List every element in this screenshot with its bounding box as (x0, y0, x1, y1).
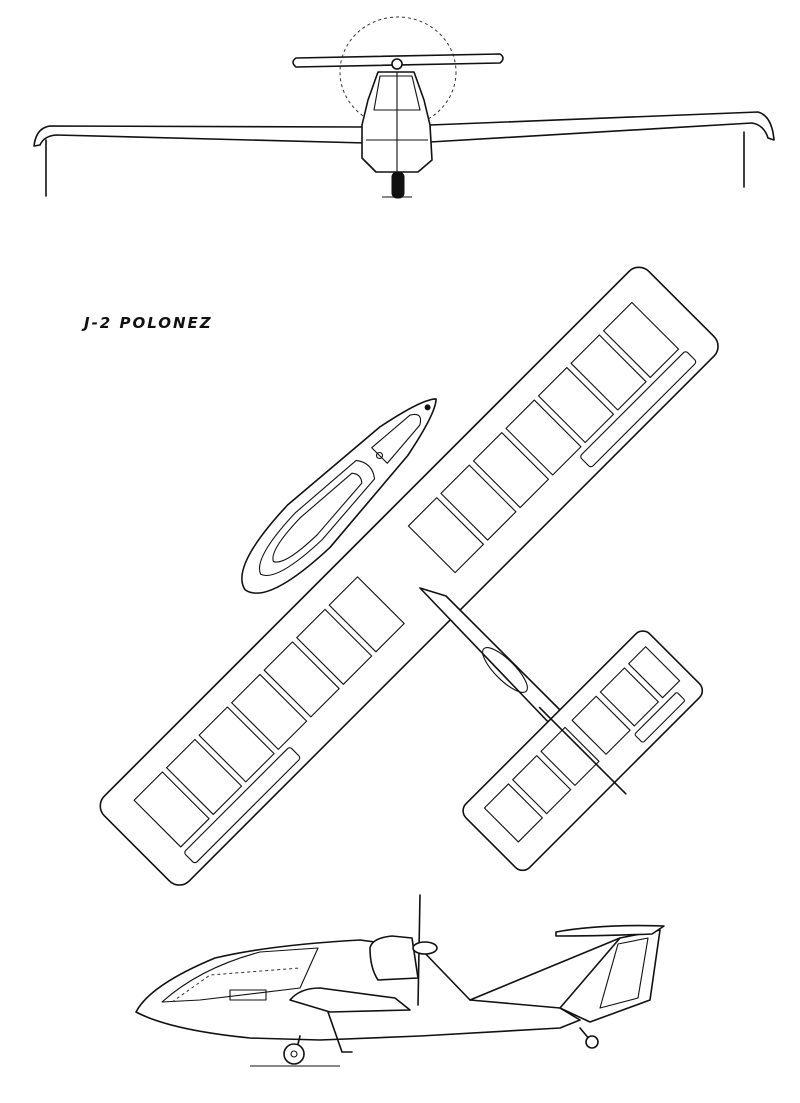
side-wing-fairing (289, 987, 411, 1013)
front-canopy (373, 75, 421, 111)
top-boom-fairing (482, 647, 528, 693)
side-tail-wheel (585, 1035, 599, 1049)
front-tailplane (292, 53, 504, 68)
side-rudder (599, 937, 649, 1009)
front-wing-right (429, 111, 775, 143)
top-nose-marker (424, 404, 431, 411)
side-engine (369, 935, 419, 981)
top-tail-panels (483, 646, 681, 843)
top-tail-boom (419, 587, 567, 727)
top-fin (538, 706, 627, 795)
top-canopy (259, 459, 376, 576)
top-wing-panels-left (133, 576, 405, 848)
side-fuselage (135, 939, 581, 1041)
side-prop-hub (412, 941, 438, 955)
top-fuel-cap (375, 451, 384, 460)
side-fin (559, 929, 661, 1023)
front-wing-left (33, 125, 367, 147)
side-tailplane (555, 924, 665, 937)
top-fuselage (241, 398, 437, 594)
top-engine-nacelle (371, 413, 422, 464)
front-prop-disc (339, 16, 457, 128)
top-aileron-left (184, 747, 301, 864)
front-prop-hub (391, 58, 403, 70)
front-view (33, 16, 775, 199)
side-nose-wheel (283, 1043, 305, 1065)
side-canopy (161, 947, 319, 1003)
front-nose-wheel (391, 171, 405, 199)
aircraft-title: J-2 POLONEZ (84, 314, 213, 332)
side-main-gear-leg (327, 1011, 353, 1053)
top-elevator-tab (634, 692, 685, 743)
top-wing-panels-right (407, 301, 680, 574)
top-view (99, 266, 719, 886)
side-view (135, 894, 665, 1067)
side-window (229, 989, 267, 1001)
top-aileron-right (580, 351, 697, 468)
top-canopy-inner (272, 472, 363, 563)
side-nose-wheel-hub (290, 1050, 298, 1058)
